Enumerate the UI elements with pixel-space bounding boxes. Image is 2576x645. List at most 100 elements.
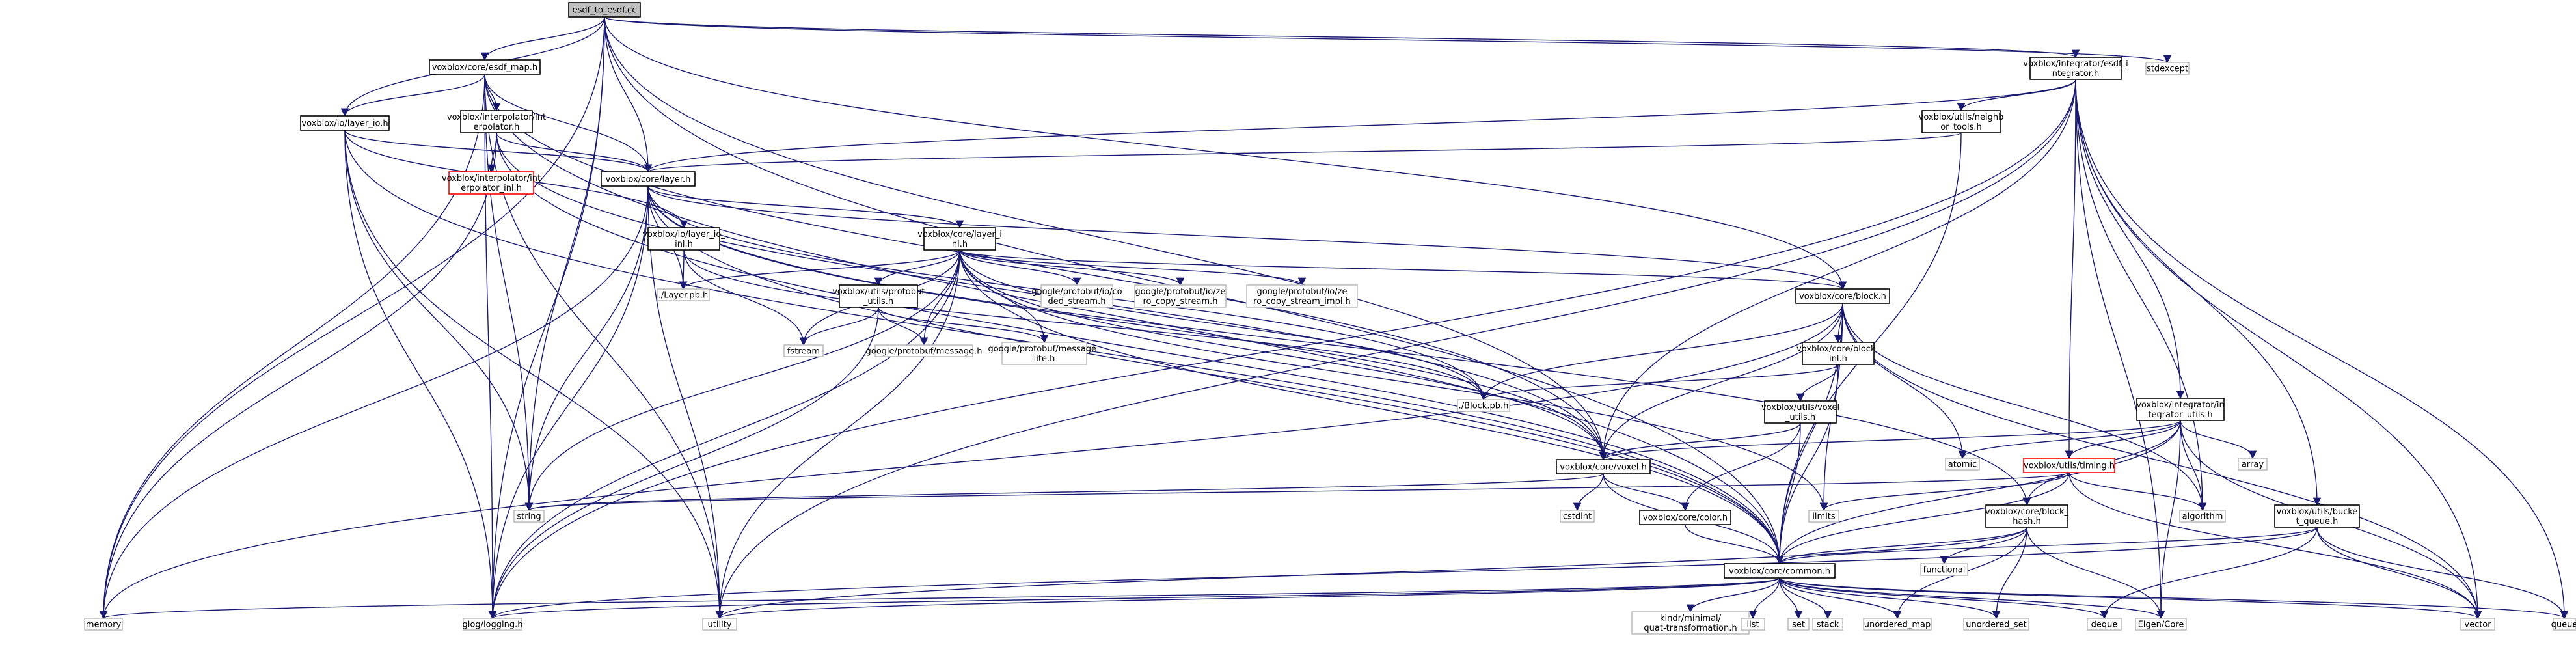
node-voxel_h[interactable]: voxblox/core/voxel.h xyxy=(1556,459,1651,474)
edge-esdf_to_esdf_cc-to-layer_h xyxy=(604,16,653,173)
edge-layer_h-to-block_hash_h xyxy=(647,185,2031,506)
edge-voxel_utils_h-to-color_h xyxy=(1681,422,1801,512)
node-box xyxy=(1134,284,1227,308)
node-box xyxy=(2238,458,2268,471)
node-label: kindr/minimal/quat-transformation.h xyxy=(1644,614,1737,633)
node-label: memory xyxy=(86,620,122,630)
edge-voxel_utils_h-to-voxel_h xyxy=(1599,422,1801,461)
edge-block_h-to-atomic xyxy=(1842,303,1967,460)
node-box xyxy=(1560,510,1595,523)
edge-layer_io_inl_h-to-layer_pb_h xyxy=(679,249,688,290)
node-box xyxy=(1001,342,1087,365)
edge-block_hash_h-to-unordered_set xyxy=(1992,527,2027,620)
edge-block_hash_h-to-common_h xyxy=(1775,527,2027,565)
node-timing_h[interactable]: voxblox/utils/timing.h xyxy=(2023,458,2115,473)
edge-interpolator_h-to-common_h xyxy=(496,132,1784,565)
node-box xyxy=(1787,618,1810,631)
edge-layer_inl_h-to-coded_stream_h xyxy=(959,249,1081,286)
edge-layer_io_h-to-utility xyxy=(344,130,724,620)
node-esdf_map_h[interactable]: voxblox/core/esdf_map.h xyxy=(429,59,541,75)
node-box xyxy=(1457,399,1510,412)
edge-common_h-to-unordered_set xyxy=(1779,577,2001,620)
edge-integrator_utils_h-to-voxel_h xyxy=(1599,420,2181,461)
edge-layer_h-to-memory xyxy=(99,185,649,620)
node-layer_io_inl_h[interactable]: voxblox/io/layer_io_inl.h xyxy=(642,227,725,251)
edge-layer_h-to-utility xyxy=(647,185,724,620)
node-label: algorithm xyxy=(2182,512,2223,522)
node-box xyxy=(2553,618,2576,631)
node-block_pb_h: ./Block.pb.h xyxy=(1457,399,1510,412)
node-label: ./Block.pb.h xyxy=(1459,402,1509,411)
node-block_inl_h[interactable]: voxblox/core/block_inl.h xyxy=(1796,342,1880,365)
edge-common_h-to-list xyxy=(1748,577,1780,620)
edge-timing_h-to-limits xyxy=(1819,472,2070,512)
node-protobuf_utils_h[interactable]: voxblox/utils/protobuf_utils.h xyxy=(832,284,925,308)
edge-integrator_utils_h-to-array xyxy=(2180,420,2257,460)
node-label: voxblox/core/block.h xyxy=(1799,292,1886,302)
edge-common_h-to-eigen_core xyxy=(1779,577,2165,620)
node-box xyxy=(874,344,973,357)
edge-layer_io_inl_h-to-fstream xyxy=(683,249,808,346)
node-block_hash_h[interactable]: voxblox/core/block_hash.h xyxy=(1985,504,2068,528)
edge-timing_h-to-algorithm xyxy=(2068,472,2207,512)
node-box xyxy=(2274,504,2360,528)
node-voxel_utils_h[interactable]: voxblox/utils/voxel_utils.h xyxy=(1761,400,1839,424)
edge-protobuf_utils_h-to-message_lite_h xyxy=(878,307,1049,344)
edge-layer_inl_h-to-block_h xyxy=(959,249,1847,290)
node-label: voxblox/utils/protobuf_utils.h xyxy=(832,287,925,307)
node-label: voxblox/core/esdf_map.h xyxy=(432,63,537,73)
node-label: voxblox/io/layer_io.h xyxy=(301,119,388,129)
node-box xyxy=(1246,284,1358,308)
node-box xyxy=(1945,458,1980,471)
node-algorithm: algorithm xyxy=(2179,510,2226,523)
node-block_h[interactable]: voxblox/core/block.h xyxy=(1795,288,1890,304)
edge-integrator_utils_h-to-common_h xyxy=(1775,420,2181,565)
node-box xyxy=(513,510,545,523)
node-box xyxy=(2087,618,2122,631)
node-label: deque xyxy=(2091,620,2118,630)
edge-block_inl_h-to-common_h xyxy=(1775,364,1839,565)
node-box xyxy=(2145,62,2190,75)
edge-integrator_utils_h-to-eigen_core xyxy=(2156,420,2181,620)
edge-layer_inl_h-to-zero_copy_stream_impl_h xyxy=(959,249,1307,286)
edge-common_h-to-deque xyxy=(1779,577,2109,620)
node-label: utility xyxy=(708,620,732,630)
node-label: voxblox/core/block_hash.h xyxy=(1985,507,2068,527)
node-box xyxy=(1985,504,2068,528)
node-label: list xyxy=(1746,620,1759,630)
edge-neighbor_tools_h-to-layer_h xyxy=(644,132,1962,173)
node-box xyxy=(2179,510,2226,523)
edge-common_h-to-glog_h xyxy=(489,577,1780,620)
node-box xyxy=(657,288,710,301)
node-box xyxy=(647,227,720,251)
node-common_h[interactable]: voxblox/core/common.h xyxy=(1724,563,1836,579)
edge-esdf_integrator_h-to-voxel_h xyxy=(1599,79,2076,461)
node-box xyxy=(463,618,522,631)
edge-protobuf_utils_h-to-glog_h xyxy=(488,307,879,620)
node-box xyxy=(1812,618,1843,631)
node-message_h: google/protobuf/message.h xyxy=(866,344,982,357)
node-layer_io_h[interactable]: voxblox/io/layer_io.h xyxy=(300,115,390,131)
edge-voxel_h-to-color_h xyxy=(1603,473,1690,512)
node-layer_h[interactable]: voxblox/core/layer.h xyxy=(601,171,696,187)
edge-esdf_to_esdf_cc-to-glog_h xyxy=(488,16,605,620)
node-box xyxy=(1040,284,1113,308)
node-label: voxblox/core/block_inl.h xyxy=(1796,344,1880,364)
node-box xyxy=(1808,510,1839,523)
node-esdf_to_esdf_cc[interactable]: esdf_to_esdf.cc xyxy=(568,2,641,18)
node-label: voxblox/io/layer_io_inl.h xyxy=(642,230,725,249)
edge-common_h-to-stack xyxy=(1779,577,1832,620)
node-label: voxblox/core/color.h xyxy=(1643,514,1728,523)
edge-esdf_to_esdf_cc-to-voxel_h xyxy=(604,16,1608,461)
node-box xyxy=(1724,563,1836,579)
node-color_h[interactable]: voxblox/core/color.h xyxy=(1639,510,1731,525)
